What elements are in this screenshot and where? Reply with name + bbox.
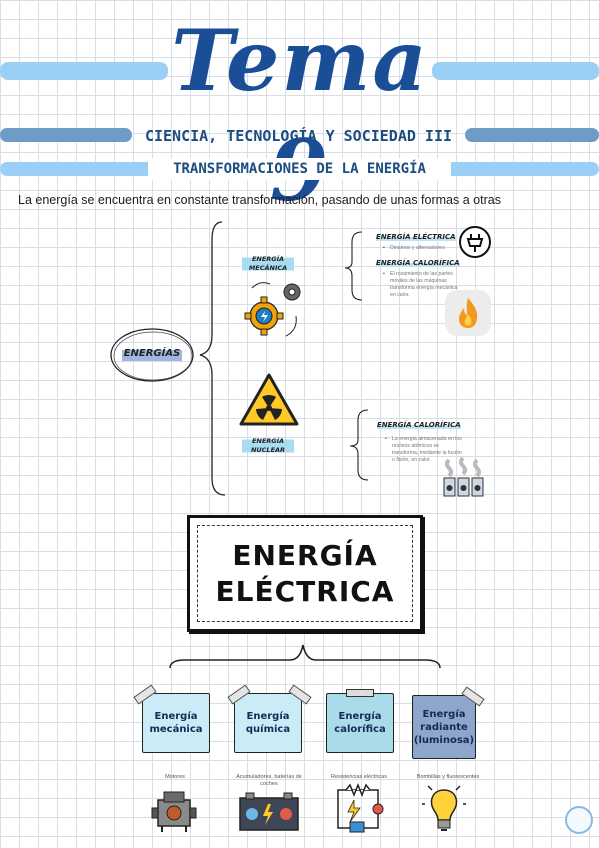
- nuclear-heat-heading: ENERGÍA CALORÍFICA: [377, 421, 461, 429]
- flame-badge: [445, 290, 491, 336]
- card-radiant: Energía radiante (luminosa): [412, 695, 476, 759]
- light-bulb-icon: [422, 785, 466, 831]
- scroll-button[interactable]: [564, 805, 594, 835]
- scroll-button-icon: [565, 806, 593, 834]
- electric-title: ENERGÍA ELÉCTRICA: [190, 538, 420, 610]
- card-chemical: Energía química: [234, 693, 302, 753]
- header-band-right: [432, 62, 599, 80]
- flame-icon: [459, 298, 478, 328]
- root-node: ENERGÍAS: [108, 326, 196, 384]
- circuit-icon: [337, 782, 384, 833]
- battery-icon: [239, 792, 299, 831]
- card-mechanical: Energía mecánica: [142, 693, 210, 753]
- card-heat-label: Energía calorífica: [334, 711, 386, 735]
- plug-icon: [459, 226, 491, 258]
- root-oval: [110, 328, 194, 382]
- mechanical-label: ENERGÍA MECÁNICA: [242, 255, 294, 273]
- engine-icon: [151, 791, 197, 832]
- card-chemical-example: Acumuladores, baterías de coches: [236, 774, 302, 787]
- header-band-left: [0, 62, 168, 80]
- card-heat: Energía calorífica: [326, 693, 394, 753]
- nuclear-label: ENERGÍA NUCLEAR: [242, 437, 294, 455]
- topic-title: TRANSFORMACIONES DE LA ENERGÍA: [148, 158, 451, 180]
- mech-electric-bullet: Dinamos y alternadores: [383, 245, 460, 252]
- root-label: ENERGÍAS: [123, 348, 181, 359]
- electric-title-border: [197, 525, 413, 622]
- page-title: Tema 9: [171, 11, 429, 220]
- nuclear-heat-bullet: La energía almacenada en los núcleos ató…: [385, 436, 464, 464]
- mech-heat-heading: ENERGÍA CALORÍFICA: [376, 259, 460, 267]
- mech-electric-heading: ENERGÍA ELÉCTRICA: [376, 233, 456, 241]
- card-chemical-label: Energía química: [245, 711, 291, 735]
- electric-title-line2: ELÉCTRICA: [215, 575, 395, 608]
- card-mechanical-label: Energía mecánica: [149, 711, 203, 735]
- radiation-icon: [239, 373, 299, 426]
- gears-icon: [244, 282, 301, 337]
- mech-heat-bullet: El rozamiento de las partes móviles de l…: [383, 271, 460, 299]
- card-mechanical-example: Motores: [165, 774, 185, 780]
- card-radiant-label: Energía radiante (luminosa): [413, 708, 475, 746]
- course-band-left: [0, 128, 132, 142]
- electric-title-line1: ENERGÍA: [232, 539, 378, 572]
- card-heat-example: Resistencias eléctricas: [331, 774, 387, 780]
- card-radiant-example: Bombillas y fluorescentes: [416, 774, 480, 780]
- nuclear-plant-icon: [443, 456, 484, 497]
- course-band-right: [465, 128, 599, 142]
- intro-text: La energía se encuentra en constante tra…: [18, 193, 501, 207]
- card-heat-clip: [346, 689, 374, 697]
- course-title: CIENCIA, TECNOLOGÍA Y SOCIEDAD III: [144, 127, 453, 145]
- electric-title-box: ENERGÍA ELÉCTRICA: [187, 515, 423, 632]
